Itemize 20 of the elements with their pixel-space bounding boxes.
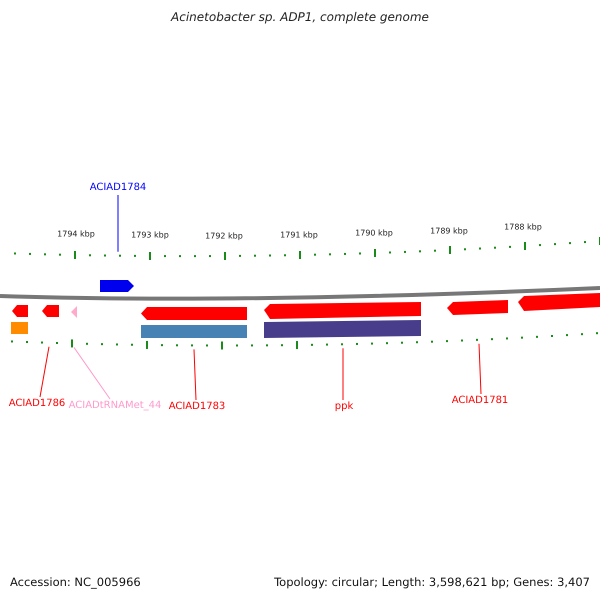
scale-label: 1793 kbp (131, 230, 169, 240)
scale-label: 1792 kbp (205, 232, 243, 240)
leader-line (194, 348, 196, 400)
gene-label: ACIAD1786 (8, 398, 66, 410)
scale-label: 1791 kbp (280, 230, 318, 240)
gene-label: ppk (334, 401, 354, 413)
scale-label: 1790 kbp (355, 228, 393, 238)
accession-text: Accession: NC_005966 (10, 575, 141, 589)
leader-line (342, 348, 344, 400)
leader-line (40, 346, 50, 398)
gene-label: ACIAD1781 (452, 395, 508, 407)
leader-line (74, 346, 110, 400)
title: Acinetobacter sp. ADP1, complete genome (170, 10, 430, 24)
scale-label: 1794 kbp (57, 230, 95, 238)
gene-label: ACIAD1784 (90, 182, 146, 194)
genome-info-text: Topology: circular; Length: 3,598,621 bp; Genes: 3,407 (274, 575, 590, 589)
leader-line (478, 343, 482, 394)
scale-ticks (11, 332, 598, 350)
gene-label: ACIADtRNAMet_44 (68, 400, 162, 412)
gene-label: ACIAD1783 (168, 401, 226, 413)
